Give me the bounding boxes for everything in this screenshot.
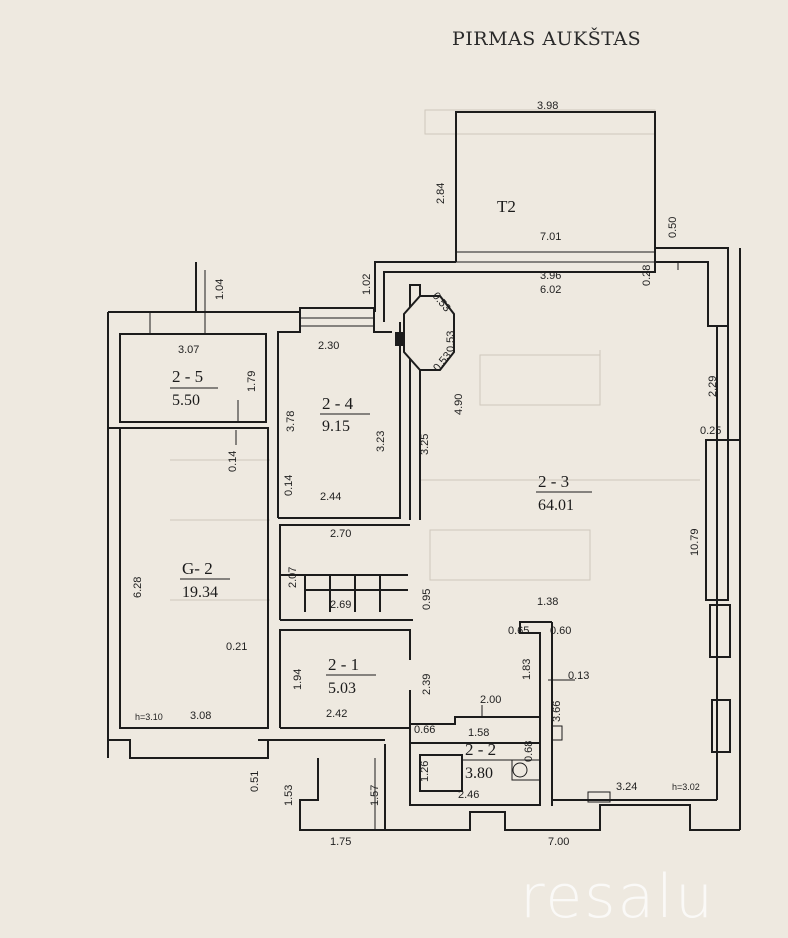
dim-label: 2.07 [287,567,299,588]
bay-window [395,295,455,371]
dim-label: 2.84 [435,183,447,204]
dim-label: 3.08 [190,710,211,722]
vertical-dimension-labels: 2.84 0.50 0.28 1.04 1.02 1.79 0.53 0.53 … [132,183,719,806]
dimension-lines [235,262,679,803]
room-2-5-area: 5.50 [172,392,200,409]
dim-label: 3.07 [178,344,199,356]
room-2-1-id: 2 - 1 [328,655,359,674]
dim-label: 0.28 [641,265,653,286]
dim-label: 0.60 [550,625,571,637]
dim-label: 1.57 [369,785,381,806]
dim-label: 10.79 [689,528,701,556]
room-2-3-area: 64.01 [538,497,574,514]
room-2-1-area: 5.03 [328,680,356,697]
terrace-label: T2 [497,197,516,216]
room-2-4-id: 2 - 4 [322,394,354,413]
dim-label: 0.14 [283,475,295,496]
dim-label: 1.53 [283,785,295,806]
dim-label: 2.70 [330,528,351,540]
dim-label: 1.26 [419,761,431,782]
dim-label: 1.75 [330,836,351,848]
dim-label: 0.66 [414,724,435,736]
dim-label: 1.02 [361,274,373,295]
dim-label: 2.29 [707,376,719,397]
dim-label: 3.25 [419,434,431,455]
room-2-2-id: 2 - 2 [465,740,496,759]
dim-label: 0.14 [227,451,239,472]
dim-label: 1.83 [521,659,533,680]
dim-label: 0.65 [508,625,529,637]
dim-label: 3.66 [551,701,563,722]
dim-label: 1.04 [214,279,226,300]
dim-label: 0.95 [421,589,433,610]
dim-label: 1.94 [292,669,304,690]
dim-label: h=3.10 [135,712,163,722]
dim-label: 6.28 [132,577,144,598]
dim-label: 4.90 [453,394,465,415]
dim-label: 2.46 [458,789,479,801]
room-2-3-id: 2 - 3 [538,472,569,491]
watermark: resalu [520,862,715,932]
walls [107,111,741,831]
room-2-4-area: 9.15 [322,418,350,435]
room-2-5-id: 2 - 5 [172,367,203,386]
dim-label: 2.39 [421,674,433,695]
dim-label: 0.51 [249,771,261,792]
dim-label: 1.79 [246,371,258,392]
dimension-labels: 3.98 7.01 3.96 6.02 3.07 2.30 0.25 2.44 … [135,100,721,848]
dim-label: 2.30 [318,340,339,352]
dim-label: 0.68 [523,741,535,762]
dim-label: 1.38 [537,596,558,608]
dim-label: 0.13 [568,670,589,682]
dim-label: 0.50 [667,217,679,238]
dim-label: 0.25 [700,425,721,437]
room-g-2-area: 19.34 [182,584,218,601]
plan-title: PIRMAS AUKŠTAS [452,28,642,50]
room-g-2-id: G- 2 [182,559,213,578]
dim-label: 3.24 [616,781,637,793]
dim-label: 0.53 [445,331,457,352]
dim-label: 3.23 [375,431,387,452]
dim-label: 6.02 [540,284,561,296]
room-2-2-area: 3.80 [465,765,493,782]
dim-label: 0.21 [226,641,247,653]
dim-label: 1.58 [468,727,489,739]
dim-label: 3.96 [540,270,561,282]
dim-label: 7.00 [548,836,569,848]
dim-label: 2.44 [320,491,341,503]
dim-label: 2.42 [326,708,347,720]
dim-label: 3.78 [285,411,297,432]
dim-label: 7.01 [540,231,561,243]
dim-label: h=3.02 [672,782,700,792]
dim-label: 2.69 [330,599,351,611]
dim-label: 3.98 [537,100,558,112]
dim-label: 2.00 [480,694,501,706]
